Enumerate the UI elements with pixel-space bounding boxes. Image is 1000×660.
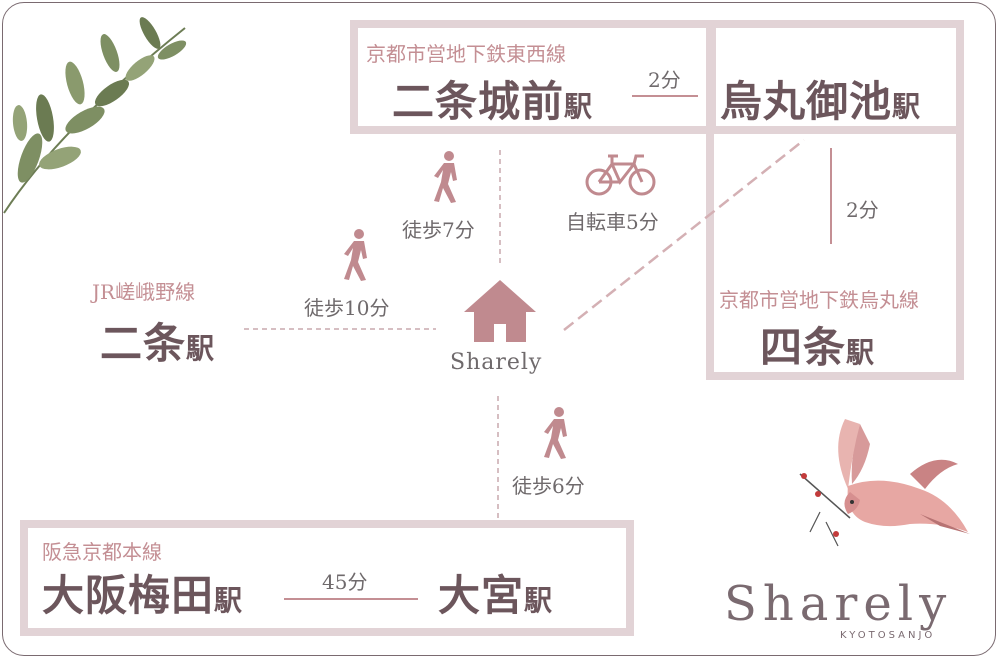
leaf-branch-icon	[3, 17, 187, 214]
nijojomae-suffix: 駅	[564, 90, 594, 123]
nijo-station-name: 二条駅	[100, 310, 215, 371]
walk-omiya-label: 徒歩6分	[512, 474, 585, 498]
route-time-umeda-omiya: 45分	[322, 570, 368, 594]
nijo-suffix: 駅	[186, 332, 216, 365]
bicycle-icon	[585, 154, 656, 196]
route-time-oike-shijo: 2分	[846, 198, 879, 222]
house-icon	[464, 280, 536, 342]
omiya-station-name: 大宮駅	[438, 562, 553, 623]
bird-illustration	[799, 419, 970, 547]
logo-subtext: KYOTOSANJO	[840, 630, 936, 641]
walking-person-icon	[434, 151, 457, 203]
omiya-name: 大宮	[438, 571, 525, 620]
umeda-line-label: 阪急京都本線	[42, 540, 162, 564]
home-label: Sharely	[450, 350, 543, 375]
logo-text: Sharely	[724, 576, 953, 632]
route-line-oike-shijo	[830, 148, 832, 244]
omiya-suffix: 駅	[524, 584, 554, 617]
route-line-nijojomae-oike	[632, 95, 698, 97]
shijo-name: 四条	[760, 323, 847, 372]
umeda-suffix: 駅	[214, 584, 244, 617]
bike-shijo-label: 自転車5分	[566, 210, 659, 234]
route-time-nijojomae-oike: 2分	[648, 68, 681, 92]
shijo-box	[706, 126, 964, 380]
nijojomae-line-label: 京都市営地下鉄東西線	[366, 42, 566, 66]
route-line-umeda-omiya	[284, 598, 418, 600]
walking-person-icon	[544, 407, 567, 459]
nijo-name: 二条	[100, 319, 187, 368]
umeda-name: 大阪梅田	[42, 571, 215, 620]
shijo-station-name: 四条駅	[760, 314, 875, 375]
oike-suffix: 駅	[892, 90, 922, 123]
oike-name: 烏丸御池	[720, 77, 893, 126]
walking-person-icon	[344, 229, 367, 281]
nijojomae-name: 二条城前	[392, 77, 565, 126]
oike-station-name: 烏丸御池駅	[720, 68, 921, 129]
shijo-line-label: 京都市営地下鉄烏丸線	[719, 288, 919, 312]
umeda-box	[20, 520, 634, 636]
walk-nijo-label: 徒歩10分	[304, 296, 390, 320]
umeda-station-name: 大阪梅田駅	[42, 562, 243, 623]
nijojomae-station-name: 二条城前駅	[392, 68, 593, 129]
walk-nijojomae-label: 徒歩7分	[402, 218, 475, 242]
shijo-suffix: 駅	[846, 336, 876, 369]
nijo-line-label: JR嵯峨野線	[92, 280, 196, 304]
